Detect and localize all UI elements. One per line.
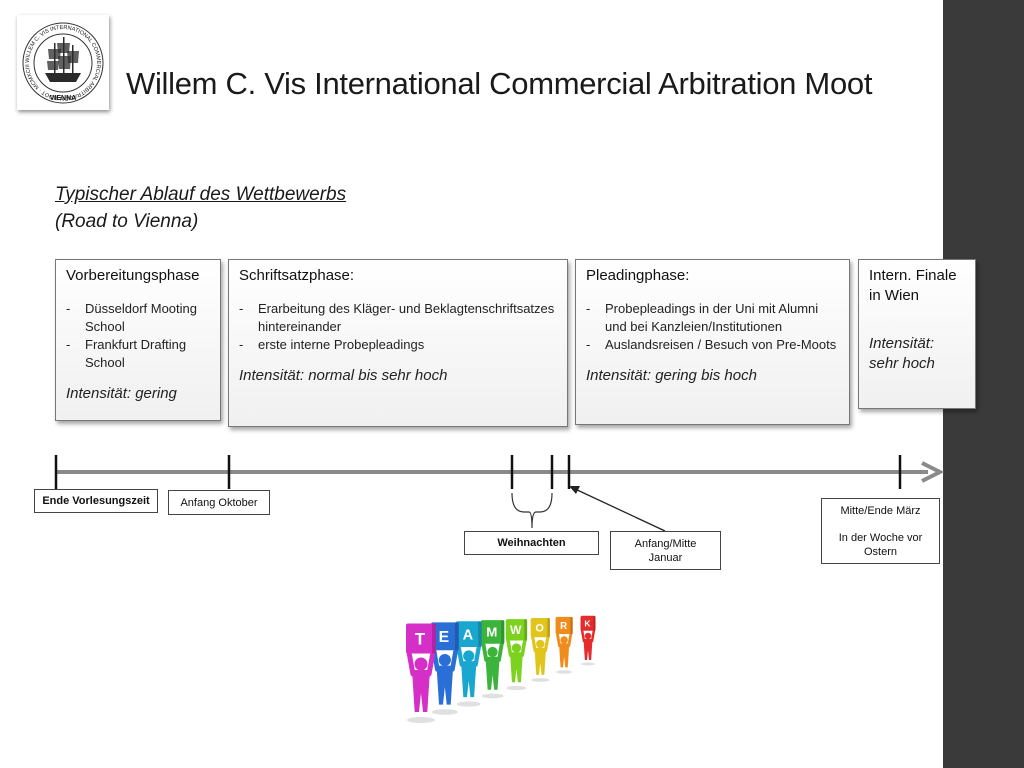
subtitle-line-2: (Road to Vienna) (55, 211, 199, 232)
team-figure-t: T (406, 623, 436, 723)
timeline-arrowhead (921, 461, 945, 483)
letter-block (406, 623, 436, 654)
slide-title: Willem C. Vis International Commercial A… (126, 66, 873, 101)
letter-block (555, 616, 573, 634)
letter-block (430, 622, 459, 651)
ship-icon (45, 37, 81, 82)
phase-list: Erarbeitung des Kläger- und Beklagtensch… (239, 300, 557, 354)
label-text: Ende Vorlesungszeit (42, 495, 150, 507)
phase-intensity: Intensität: gering (66, 385, 177, 402)
label-anfang-oktober: Anfang Oktober (168, 490, 270, 515)
phase-card-schriftsatz: Schriftsatzphase: Erarbeitung des Kläger… (228, 259, 568, 427)
list-item: Probepleadings in der Uni mit Alumni und… (586, 300, 839, 336)
letter-block (480, 620, 505, 644)
phase-intensity: Intensität: gering bis hoch (586, 367, 757, 384)
list-item: Frankfurt Drafting School (66, 336, 210, 372)
team-figure-k: K (580, 615, 596, 666)
phase-title: Pleadingphase: (586, 267, 690, 284)
label-mitte-ende-maerz: Mitte/Ende März In der Woche vor Ostern (821, 498, 940, 564)
label-text: In der Woche vor (838, 532, 923, 544)
letter-block (505, 619, 528, 641)
label-anfang-mitte-januar: Anfang/Mitte Januar (610, 531, 721, 570)
team-figure-a: A (455, 621, 482, 707)
letter-block (455, 621, 482, 647)
label-text: Weihnachten (497, 537, 566, 549)
phase-card-finale: Intern. Finale in Wien Intensität: sehr … (858, 259, 976, 409)
phase-card-vorbereitung: Vorbereitungsphase Düsseldorf Mooting Sc… (55, 259, 221, 421)
list-item: Erarbeitung des Kläger- und Beklagtensch… (239, 300, 557, 336)
letter-block-text: R (560, 621, 567, 632)
list-item: Auslandsreisen / Besuch von Pre-Moots (586, 336, 839, 354)
letter-block (530, 617, 550, 638)
label-text: Mitte/Ende März (840, 505, 921, 517)
januar-pointer-line (572, 487, 666, 532)
weihnachten-brace (511, 492, 553, 529)
letter-block-text: W (510, 623, 522, 637)
list-item: erste interne Probepleadings (239, 336, 557, 354)
phase-title: Schriftsatzphase: (239, 267, 355, 284)
slide-subtitle: Typischer Ablauf des Wettbewerbs (Road t… (55, 181, 346, 235)
phase-title: Intern. Finale in Wien (869, 267, 957, 304)
list-item: Düsseldorf Mooting School (66, 300, 210, 336)
januar-pointer-arrowhead (569, 486, 580, 494)
logo-city: VIENNA (50, 95, 76, 102)
letter-block-text: T (415, 630, 426, 649)
phase-title: Vorbereitungsphase (66, 267, 200, 284)
label-text: Ostern (863, 546, 897, 558)
letter-block (580, 615, 596, 631)
letter-block-text: M (486, 625, 497, 640)
vis-moot-logo: WILLEM C. VIS INTERNATIONAL COMMERCIAL A… (17, 15, 109, 110)
letter-block-text: O (535, 622, 544, 634)
label-text: Anfang/Mitte (634, 538, 697, 550)
phase-intensity: Intensität: sehr hoch (869, 335, 935, 372)
letter-block-text: A (463, 627, 474, 643)
phase-list: Probepleadings in der Uni mit Alumni und… (586, 300, 839, 354)
team-figure-w: W (505, 619, 528, 691)
label-text: Januar (648, 552, 683, 564)
team-figure-m: M (480, 620, 505, 699)
label-text: Anfang Oktober (180, 497, 258, 509)
letter-block-text: E (439, 629, 450, 646)
phase-list: Düsseldorf Mooting School Frankfurt Draf… (66, 300, 210, 372)
letter-block-text: K (584, 618, 591, 628)
label-ende-vorlesungszeit: Ende Vorlesungszeit (34, 489, 158, 513)
phase-intensity: Intensität: normal bis sehr hoch (239, 367, 448, 384)
phase-card-pleading: Pleadingphase: Probepleadings in der Uni… (575, 259, 850, 425)
label-weihnachten: Weihnachten (464, 531, 599, 555)
team-figure-o: O (530, 617, 550, 682)
subtitle-line-1: Typischer Ablauf des Wettbewerbs (55, 184, 347, 205)
team-figure-r: R (555, 616, 573, 674)
